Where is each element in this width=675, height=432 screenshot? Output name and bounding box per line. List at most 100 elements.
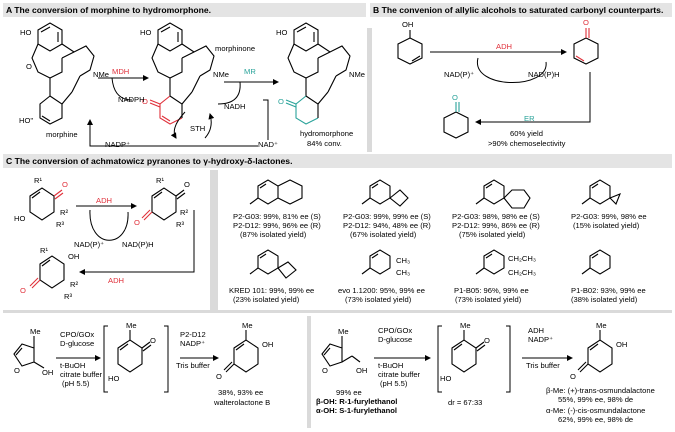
- c-o-right: O: [184, 180, 190, 189]
- br-beta-stats: 55%, 99% ee, 98% de: [558, 395, 634, 404]
- nad-label-a: NAD⁺: [258, 140, 279, 149]
- br-pyr-o: O: [484, 336, 490, 345]
- c-o-bottom: O: [20, 286, 26, 295]
- br-pyr-ho: HO: [440, 374, 452, 383]
- c-nadph-label: NAD(P)H: [122, 240, 154, 249]
- b-er-label: ER: [524, 114, 535, 123]
- br-enzyme: ADH: [528, 326, 545, 335]
- br-cond-ph: (pH 5.5): [380, 379, 408, 388]
- product-7-line1: P1-B05: 96%, 99% ee: [454, 286, 529, 295]
- c-r2-left: R²: [60, 208, 69, 217]
- br-cond-buoh: t-BuOH: [378, 361, 404, 370]
- product-2-line3: (67% isolated yield): [350, 230, 417, 239]
- c-r1-bottom: R¹: [40, 246, 49, 255]
- product-5-line2: (23% isolated yield): [233, 295, 300, 304]
- c-nadp-label: NAD(P)⁺: [74, 240, 105, 249]
- br-cofactor: NADP⁺: [528, 335, 554, 344]
- b-nadp-label: NAD(P)⁺: [444, 70, 475, 79]
- br-beta-oh: β-OH: R-1-furylethanol: [316, 397, 398, 406]
- br-buffer: Tris buffer: [526, 361, 560, 370]
- c-r2-right: R²: [180, 208, 189, 217]
- morphine-o: O: [26, 62, 32, 71]
- bl-pyr-o: O: [150, 336, 156, 345]
- panel-b-header: B The convenion of allylic alcohols to s…: [370, 3, 672, 17]
- br-alpha-oh: α-OH: S-1-furylethanol: [316, 406, 398, 415]
- c-oh-bottom: OH: [68, 252, 80, 261]
- panel-a-header: A The conversion of morphine to hydromor…: [3, 3, 366, 17]
- bl-pyr-ho: HO: [108, 374, 120, 383]
- product-1-line1: P2-G03: 99%, 81% ee (S): [233, 212, 321, 221]
- b-nadph-label: NAD(P)H: [528, 70, 560, 79]
- bl-lac-me: Me: [242, 321, 253, 330]
- morphinone-nme: NMe: [213, 70, 230, 79]
- br-cond-buffer: citrate buffer: [378, 370, 421, 379]
- bl-cond-glucose: D-glucose: [60, 339, 95, 348]
- bl-cond-buoh: t-BuOH: [60, 361, 86, 370]
- c-r3-left: R³: [56, 220, 65, 229]
- bl-furan-o: O: [14, 366, 20, 375]
- mr-label: MR: [244, 67, 256, 76]
- bl-product-name: walterolactone B: [214, 398, 271, 407]
- hydromorphone-label: hydromorphone: [300, 129, 354, 138]
- bl-cofactor: NADP⁺: [180, 339, 206, 348]
- bl-furan-me: Me: [30, 327, 41, 336]
- product-6-line1: evo 1.1200: 95%, 99% ee: [338, 286, 425, 295]
- bl-cond-ph: (pH 5.5): [62, 379, 90, 388]
- bl-furan-oh: OH: [42, 368, 54, 377]
- br-beta-name: β-Me: (+)-trans-osmundalactone: [546, 386, 655, 395]
- br-start-ee: 99% ee: [336, 388, 362, 397]
- c-adh-top: ADH: [96, 196, 113, 205]
- bottom-divider: [3, 310, 672, 313]
- b-adh-label: ADH: [496, 42, 513, 51]
- sth-label: STH: [190, 124, 206, 133]
- product-3-line2: P2-D12: 99%, 86% ee (R): [452, 221, 540, 230]
- b-yield: 60% yield: [510, 129, 543, 138]
- c-r1-right: R¹: [156, 176, 165, 185]
- bl-buffer: Tris buffer: [176, 361, 210, 370]
- product-6-ch3-b: CH₃: [396, 268, 411, 277]
- panel-c-divider: [210, 170, 218, 310]
- product-3-line3: (75% isolated yield): [459, 230, 526, 239]
- product-7-line2: (73% isolated yield): [455, 295, 522, 304]
- bottom-vertical-divider: [307, 316, 311, 428]
- morphinone-ho: HO: [140, 28, 152, 37]
- product-1-line2: P2-D12: 99%, 96% ee (R): [233, 221, 321, 230]
- c-r1-left: R¹: [34, 176, 43, 185]
- hydromorphone-nme: NMe: [349, 70, 366, 79]
- morphine-label: morphine: [46, 130, 78, 139]
- bl-lac-oh: OH: [262, 340, 274, 349]
- product-6-ch3-a: CH₃: [396, 256, 411, 265]
- morphine-nme: NMe: [93, 70, 110, 79]
- bl-product-stats: 38%, 93% ee: [218, 388, 264, 397]
- b-selectivity: >90% chemoselectivity: [488, 139, 566, 148]
- morphinone-o: O: [142, 97, 148, 106]
- nadp-label-a: NADP⁺: [105, 140, 131, 149]
- c-r2-bottom: R²: [70, 280, 79, 289]
- br-lac-o: O: [570, 372, 576, 381]
- c-o-left: O: [62, 180, 68, 189]
- product-4-line2: (15% isolated yield): [573, 221, 640, 230]
- mdh-label: MDH: [112, 67, 130, 76]
- bl-lac-o: O: [216, 372, 222, 381]
- hydromorphone-ho: HO: [276, 28, 288, 37]
- br-alpha-stats: 62%, 99% ee, 98% de: [558, 415, 634, 424]
- br-pyr-me: Me: [460, 321, 471, 330]
- bl-cond-top: CPO/GOx: [60, 330, 95, 339]
- b-enone-o: O: [583, 18, 589, 27]
- br-furan-oh: OH: [356, 366, 368, 375]
- c-r3-bottom: R³: [64, 292, 73, 301]
- product-4-line1: P2-G03: 99%, 98% ee: [571, 212, 647, 221]
- morphine-ho-bottom: HO'': [19, 116, 34, 125]
- br-lac-oh: OH: [616, 340, 628, 349]
- panel-b-divider: [367, 28, 372, 152]
- product-2-line2: P2-D12: 94%, 48% ee (R): [343, 221, 431, 230]
- bl-enzyme: P2-D12: [180, 330, 206, 339]
- b-oh-label: OH: [402, 20, 414, 29]
